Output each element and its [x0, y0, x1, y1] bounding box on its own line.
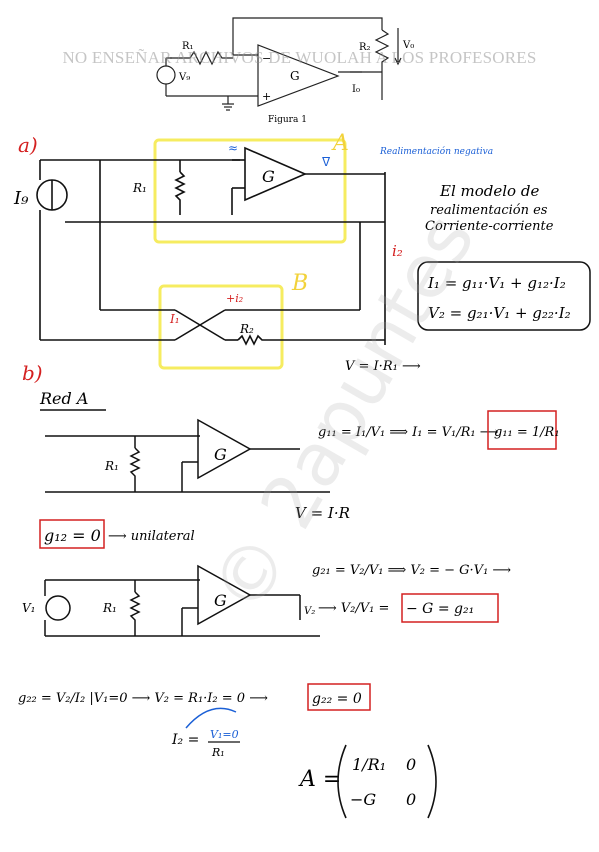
block-a-highlight	[153, 138, 347, 244]
figure-1	[156, 17, 402, 111]
gain-label-b2: G	[214, 591, 227, 610]
i2-frac-den: R₁	[211, 746, 225, 759]
ig-label: I₉	[13, 188, 29, 209]
i2-frac-num: V₁=0	[210, 728, 239, 741]
eq1: I₁ = g₁₁·V₁ + g₁₂·I₂	[427, 274, 566, 292]
matrix-m11: 1/R₁	[352, 755, 386, 774]
matrix-m21: −G	[350, 790, 376, 809]
approx-mark: ≈	[228, 141, 238, 155]
i2-mark: +i₂	[226, 292, 243, 305]
red-a-title: Red A	[39, 389, 88, 408]
matrix-m22: 0	[406, 790, 416, 809]
fig1-r1-label: R₁	[182, 41, 194, 52]
g21-box	[401, 593, 499, 623]
r2-label-a: R₂	[239, 322, 254, 336]
g21-derivation: g₂₁ = V₂/V₁ ⟹ V₂ = − G·V₁ ⟶	[312, 563, 511, 578]
vo-mark: ᐁ	[322, 155, 331, 169]
block-a-label: A	[331, 131, 349, 156]
matrix-m12: 0	[406, 755, 416, 774]
block-b-highlight	[158, 284, 284, 370]
g12-note: ⟶ unilateral	[108, 529, 195, 544]
v2-label: V₂	[304, 606, 315, 617]
v1-label: V₁	[22, 601, 35, 615]
g12-result: g₁₂ = 0	[44, 526, 101, 545]
gain-label-a: G	[262, 167, 275, 186]
model-line3: Corriente-corriente	[425, 219, 554, 234]
g11-result: g₁₁ = 1/R₁	[494, 425, 560, 440]
model-line1: El modelo de	[439, 182, 539, 200]
part-b-label: b)	[22, 361, 43, 385]
fig1-io-label: I₀	[352, 84, 360, 95]
matrix-label: A =	[298, 767, 341, 792]
matrix-right-paren	[427, 744, 437, 819]
g22-derivation: g₂₂ = V₂/I₂ |V₁=0 ⟶ V₂ = R₁·I₂ = 0 ⟶	[18, 691, 268, 706]
r1-label-b2: R₁	[102, 601, 117, 615]
fig1-vg-label: V₉	[178, 72, 190, 83]
gain-label-b1: G	[214, 445, 227, 464]
top-watermark: NO ENSEÑAR ARCHIVOS DE WUOLAH A LOS PROF…	[62, 48, 537, 67]
equations-box	[417, 261, 591, 331]
fig1-r2-label: R₂	[359, 42, 371, 53]
circuit-a	[36, 146, 386, 346]
feedback-note: Realimentación negativa	[379, 146, 493, 157]
r1-label-b1: R₁	[104, 459, 119, 473]
g21-result: − G = g₂₁	[406, 601, 474, 617]
fig1-gain-label: G	[290, 69, 300, 83]
eq2: V₂ = g₂₁·V₁ + g₂₂·I₂	[428, 304, 571, 322]
g22-result: g₂₂ = 0	[312, 691, 362, 707]
i2-label: i₂	[392, 242, 403, 260]
i1-label: I₁	[169, 312, 180, 326]
matrix-left-paren	[337, 744, 347, 819]
g22-box	[307, 683, 371, 711]
i2-eq: I₂ =	[171, 732, 199, 748]
v-eq-line: V = I·R₁ ⟶	[345, 359, 421, 374]
model-line2: realimentación es	[430, 203, 548, 218]
g21-arrow: ⟶ V₂/V₁ =	[318, 601, 389, 616]
network-a-circuit-1	[45, 418, 330, 493]
v-ir-eq: V = I·R	[295, 504, 350, 522]
network-a-circuit-2	[44, 564, 320, 637]
fig1-caption: Figura 1	[268, 115, 307, 125]
r1-label-a: R₁	[132, 181, 147, 195]
fig1-minus-sign: −	[262, 52, 271, 65]
g12-box	[39, 519, 105, 549]
block-b-label: B	[291, 271, 308, 296]
i2-link-arrow	[185, 707, 237, 729]
fig1-vo-label: V₀	[402, 40, 414, 51]
g11-derivation: g₁₁ = I₁/V₁ ⟹ I₁ = V₁/R₁ ⟶	[318, 425, 499, 440]
part-a-label: a)	[18, 133, 38, 157]
g11-box	[487, 410, 557, 450]
fig1-plus-sign: +	[262, 90, 271, 103]
